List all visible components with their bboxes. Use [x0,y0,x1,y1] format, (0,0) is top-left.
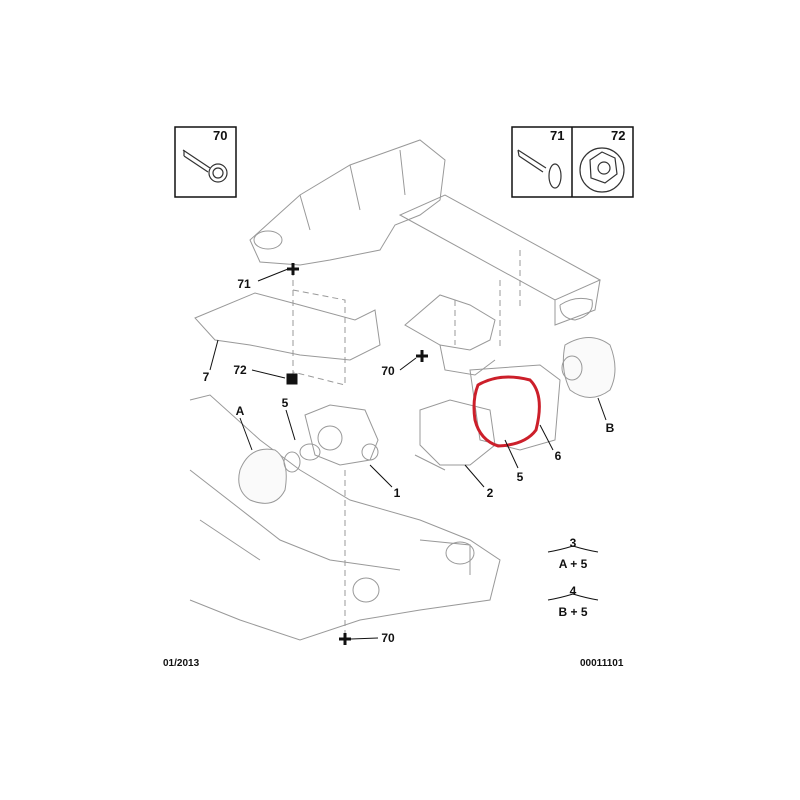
callout-2: 2 [486,486,494,500]
flange-nut-icon [579,147,625,193]
flange-bolt-icon [182,149,211,173]
callout-71: 71 [237,277,251,291]
plus-icon [416,350,428,362]
sphere-B [562,337,616,398]
heat-shield [194,292,381,361]
plus-icon [287,263,299,275]
hydraulic-block-1 [304,404,379,466]
callout-A: A [235,404,245,418]
subframe-upper [249,139,446,266]
callout-5: 5 [516,470,524,484]
footer-reference: 00011101 [580,658,624,669]
legend-formula-4: B + 5 [558,605,588,619]
legend-number-4: 4 [569,584,577,598]
bracket [404,294,496,376]
part-box-70 [174,126,237,198]
callout-B: B [605,421,615,435]
highlight-circle [472,375,541,448]
callout-70: 70 [381,631,395,645]
callout-7: 7 [202,370,210,384]
legend-number-3: 3 [569,536,577,550]
mount-housing-6 [469,364,561,451]
sphere-A [238,448,287,504]
crossmember-tube [398,194,602,326]
callout-5: 5 [281,396,289,410]
square-marker-icon [286,373,298,385]
torx-bolt-icon [517,149,547,173]
footer-date: 01/2013 [163,658,200,669]
callout-6: 6 [554,449,562,463]
legend-formula-3: A + 5 [558,557,588,571]
plus-icon [339,633,351,645]
callout-1: 1 [393,486,401,500]
part-number-70: 70 [213,128,228,143]
hydraulic-block-2 [414,399,496,471]
part-number-71: 71 [550,128,565,143]
callout-70: 70 [381,364,395,378]
callout-72: 72 [233,363,247,377]
part-number-72: 72 [611,128,626,143]
subframe-lower [189,394,501,641]
